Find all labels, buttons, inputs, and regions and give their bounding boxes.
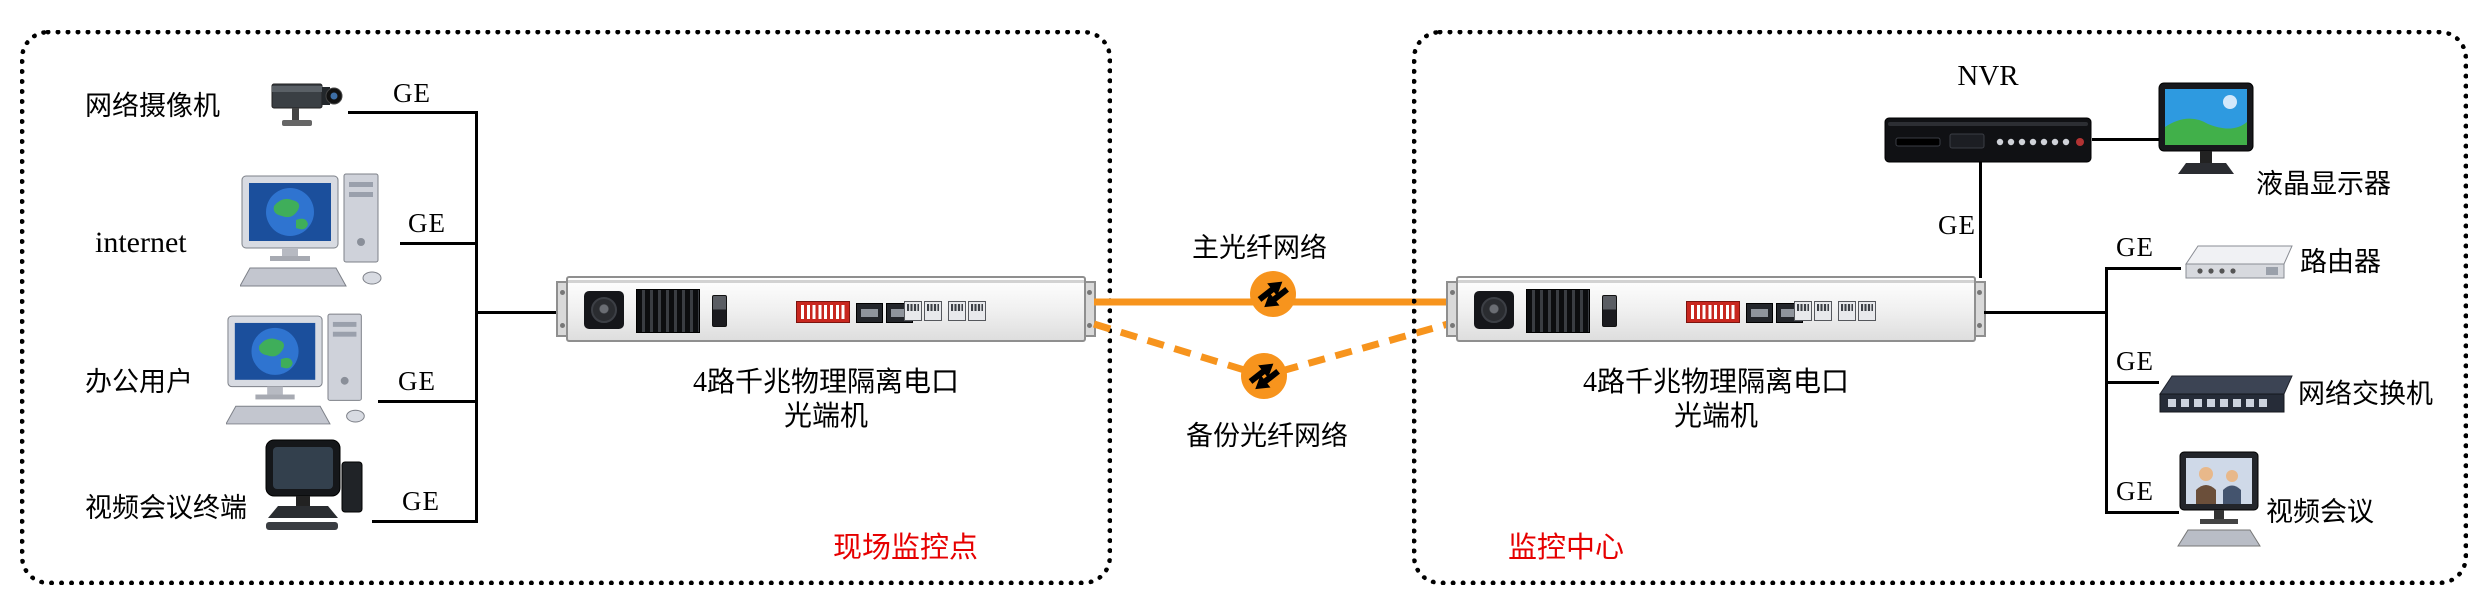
port-label-ge: GE bbox=[1938, 210, 1976, 240]
connection-bus-line bbox=[475, 111, 478, 523]
rj45-port bbox=[968, 301, 986, 321]
connection-line bbox=[1979, 162, 1982, 278]
network-switch-icon bbox=[2156, 356, 2296, 418]
port-label-ge: GE bbox=[2116, 232, 2154, 262]
zone-box-site bbox=[20, 30, 1112, 585]
backup-fiber-label: 备份光纤网络 bbox=[1186, 421, 1348, 451]
endpoint-label-internet: internet bbox=[95, 226, 187, 259]
video-conference-label: 视频会议 bbox=[2266, 497, 2374, 527]
terminal-name-left: 4路千兆物理隔离电口 光端机 bbox=[556, 366, 1096, 434]
primary-fiber-label: 主光纤网络 bbox=[1192, 233, 1327, 263]
lcd-monitor-icon bbox=[2158, 82, 2254, 190]
monitor-label: 液晶显示器 bbox=[2256, 169, 2391, 199]
connection-line bbox=[475, 311, 560, 314]
zone-label-center: 监控中心 bbox=[1508, 532, 1625, 564]
dip-switch bbox=[1686, 301, 1740, 323]
zone-label-site: 现场监控点 bbox=[833, 532, 979, 564]
terminal-name-line2: 光端机 bbox=[1673, 401, 1758, 432]
fiber-transceiver-icon bbox=[1241, 353, 1287, 399]
connection-line bbox=[2105, 511, 2179, 514]
rj45-port bbox=[948, 301, 966, 321]
connection-line bbox=[378, 400, 478, 403]
optical-terminal-device bbox=[1446, 276, 1986, 342]
nvr-label: NVR bbox=[1957, 60, 2019, 92]
power-switch bbox=[712, 295, 727, 327]
nvr-icon bbox=[1884, 116, 2092, 164]
rj45-port bbox=[1838, 301, 1856, 321]
dip-switch bbox=[796, 301, 850, 323]
fiber-links-graphic bbox=[1086, 256, 1456, 456]
router-label: 路由器 bbox=[2300, 247, 2381, 277]
rj45-port bbox=[924, 301, 942, 321]
video-conference-pc-icon bbox=[2176, 450, 2264, 562]
connection-line bbox=[348, 111, 478, 114]
terminal-name-line2: 光端机 bbox=[783, 401, 868, 432]
power-switch bbox=[1602, 295, 1617, 327]
power-inlet bbox=[1474, 291, 1514, 329]
endpoint-label-camera: 网络摄像机 bbox=[85, 91, 220, 121]
terminal-block bbox=[1526, 289, 1590, 333]
office-pc-icon bbox=[225, 312, 378, 428]
optical-port bbox=[856, 303, 883, 323]
terminal-block bbox=[636, 289, 700, 333]
router-icon bbox=[2180, 232, 2296, 284]
zone-box-center bbox=[1412, 30, 2468, 585]
desktop-pc-icon bbox=[239, 172, 395, 290]
rj45-port bbox=[1794, 301, 1812, 321]
endpoint-label-video-terminal: 视频会议终端 bbox=[85, 493, 247, 523]
port-label-ge: GE bbox=[408, 208, 446, 238]
port-label-ge: GE bbox=[2116, 346, 2154, 376]
port-label-ge: GE bbox=[2116, 476, 2154, 506]
device-faceplate bbox=[566, 276, 1086, 342]
terminal-name-right: 4路千兆物理隔离电口 光端机 bbox=[1446, 366, 1986, 434]
video-terminal-icon bbox=[258, 438, 370, 556]
connection-line bbox=[1984, 311, 2108, 314]
terminal-name-line1: 4路千兆物理隔离电口 bbox=[1582, 367, 1849, 398]
port-label-ge: GE bbox=[402, 486, 440, 516]
port-label-ge: GE bbox=[398, 366, 436, 396]
device-faceplate bbox=[1456, 276, 1976, 342]
connection-line bbox=[2105, 381, 2159, 384]
connection-line bbox=[400, 242, 478, 245]
optical-terminal-device bbox=[556, 276, 1096, 342]
endpoint-label-office: 办公用户 bbox=[85, 367, 193, 397]
rj45-port bbox=[904, 301, 922, 321]
fiber-transceiver-icon bbox=[1250, 271, 1296, 317]
terminal-name-line1: 4路千兆物理隔离电口 bbox=[692, 367, 959, 398]
connection-line bbox=[372, 520, 478, 523]
switch-label: 网络交换机 bbox=[2298, 379, 2433, 409]
power-inlet bbox=[584, 291, 624, 329]
optical-port bbox=[1746, 303, 1773, 323]
ip-camera-icon bbox=[268, 72, 346, 138]
rj45-port bbox=[1858, 301, 1876, 321]
connection-line bbox=[2092, 138, 2160, 141]
connection-bus-line bbox=[2105, 267, 2108, 514]
port-label-ge: GE bbox=[393, 78, 431, 108]
connection-line bbox=[2105, 267, 2181, 270]
rj45-port bbox=[1814, 301, 1832, 321]
